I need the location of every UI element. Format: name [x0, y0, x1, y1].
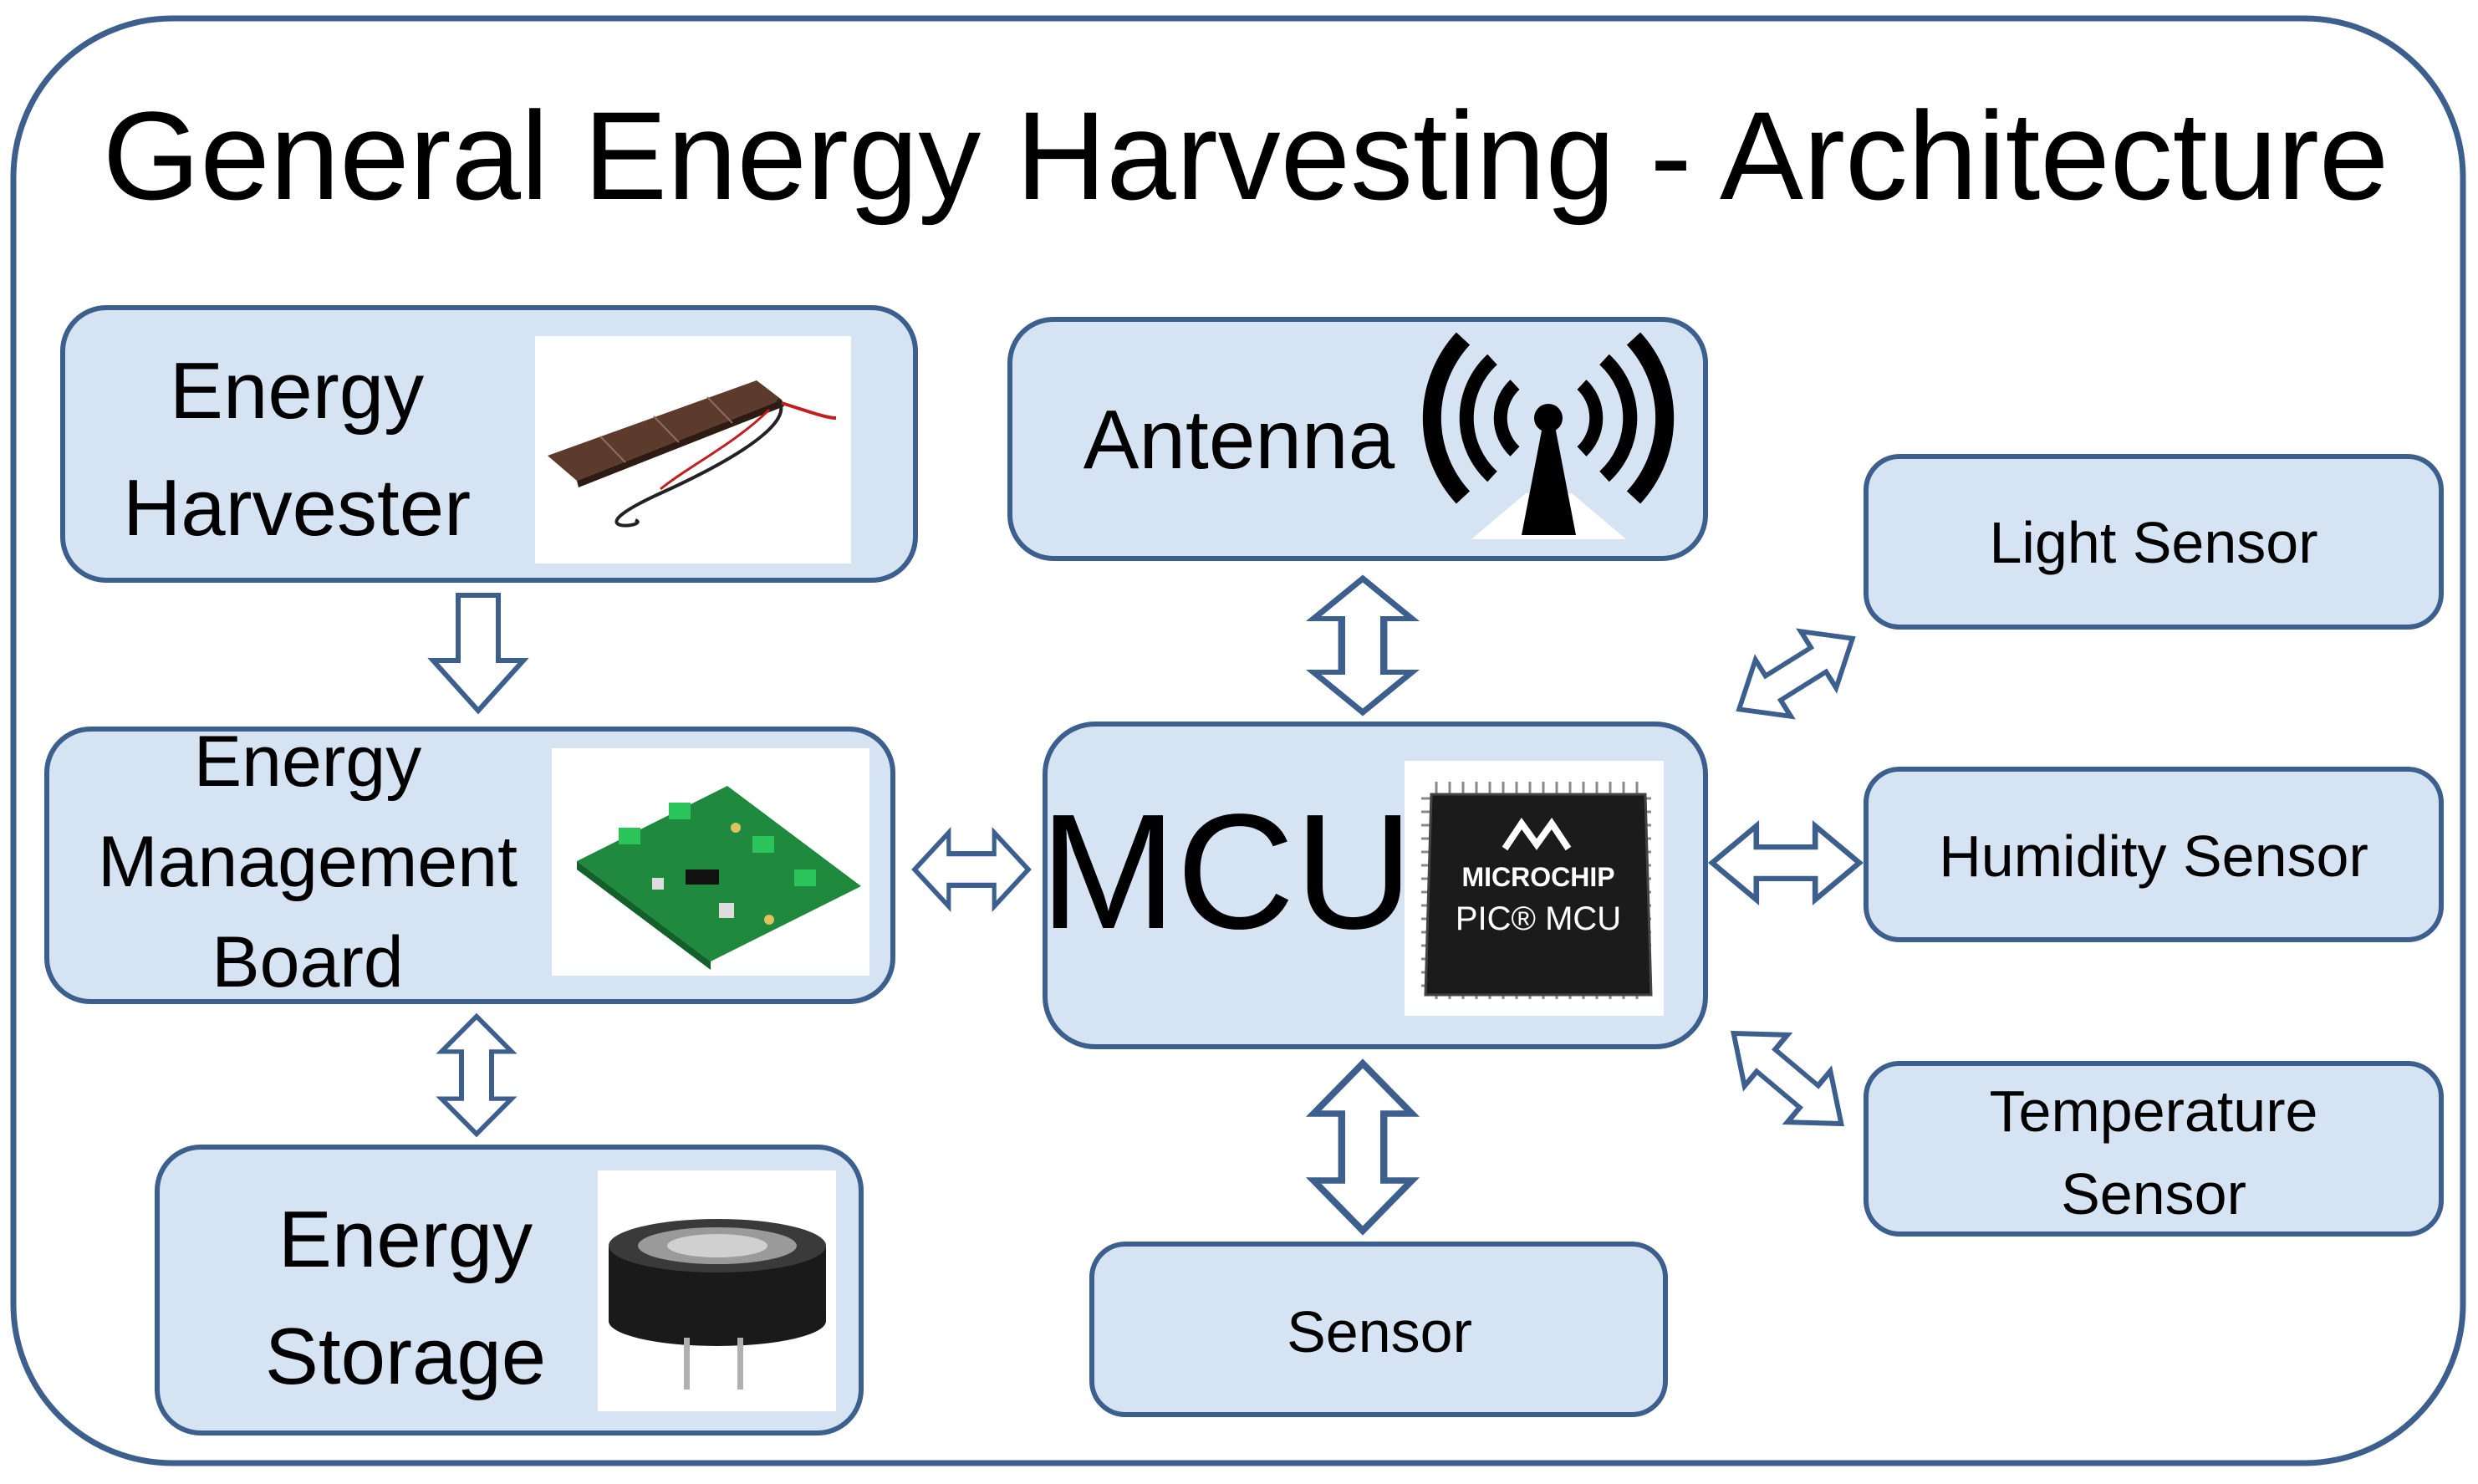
microchip-icon: MICROCHIP PIC® MCU [1405, 761, 1664, 1016]
management-label-line3: Board [212, 922, 404, 1002]
management-label-line2: Management [98, 822, 518, 902]
temperature-sensor-label-line1: Temperature [1990, 1079, 2318, 1144]
storage-label-line2: Storage [265, 1312, 546, 1401]
storage-label-line1: Energy [278, 1195, 533, 1284]
chip-brand: MICROCHIP [1461, 862, 1614, 892]
temperature-sensor-label-line2: Sensor [2061, 1161, 2246, 1226]
solar-panel-icon [535, 336, 851, 564]
energy-harvester-block: Energy Harvester [60, 305, 918, 583]
temperature-sensor-block: Temperature Sensor [1864, 1061, 2444, 1237]
diagram-title: General Energy Harvesting - Architecture [103, 85, 2389, 226]
harvester-label-line1: Energy [170, 346, 424, 436]
light-sensor-label: Light Sensor [1989, 510, 2317, 575]
humidity-sensor-label: Humidity Sensor [1939, 824, 2368, 889]
management-label-line1: Energy [194, 722, 422, 802]
antenna-block: Antenna [1007, 317, 1708, 561]
energy-storage-block: Energy Storage [155, 1145, 864, 1436]
supercapacitor-icon [598, 1170, 836, 1411]
harvester-label-line2: Harvester [123, 463, 471, 553]
energy-management-block: Energy Management Board [44, 722, 895, 1004]
mcu-label: MCU [1040, 780, 1413, 963]
light-sensor-block: Light Sensor [1864, 454, 2444, 630]
circuit-board-icon [552, 748, 869, 976]
mcu-block: MCU MICROCHIP PIC® MCU [1040, 722, 1708, 1049]
chip-model: PIC® MCU [1456, 900, 1621, 937]
harvester-to-management-arrow [427, 593, 529, 715]
sensor-block: Sensor [1089, 1242, 1668, 1417]
antenna-label: Antenna [1083, 393, 1395, 487]
sensor-label: Sensor [1287, 1299, 1472, 1364]
antenna-signal-icon [1422, 332, 1675, 539]
humidity-sensor-block: Humidity Sensor [1864, 767, 2444, 942]
